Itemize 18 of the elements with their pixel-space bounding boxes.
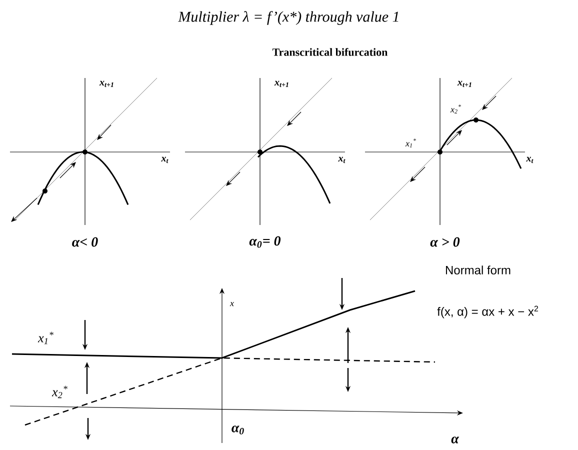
parameter-label: α$_{0}$= 0 <box>249 236 281 248</box>
formula-text: f(x, α) = αx + x − x$^{2}$ <box>437 306 538 318</box>
axis-label: x$_{t}$ <box>161 156 168 164</box>
branch-label: x$_{1}$* <box>38 332 54 344</box>
axis-label: x <box>230 302 234 306</box>
axis-label: x$_{t+1}$ <box>99 80 114 88</box>
title: Multiplier λ = f’(x*) through value 1 <box>178 11 398 25</box>
note: Normal form <box>446 266 510 274</box>
axis-label: x$_{t}$ <box>526 156 534 164</box>
heading: Transcritical bifurcation <box>272 48 388 56</box>
axis-label: x$_{t+1}$ <box>274 80 288 88</box>
axis-label: α$_{0}$ <box>232 426 244 434</box>
parameter-label: α< 0 <box>72 237 98 247</box>
axis-label: x$_{t+1}$ <box>457 80 472 88</box>
parameter-label: α > 0 <box>430 237 460 247</box>
branch-label: x$_{2}$* <box>52 386 68 398</box>
axis-label: x$_{t}$ <box>338 156 346 164</box>
axis-label: α <box>451 436 460 444</box>
